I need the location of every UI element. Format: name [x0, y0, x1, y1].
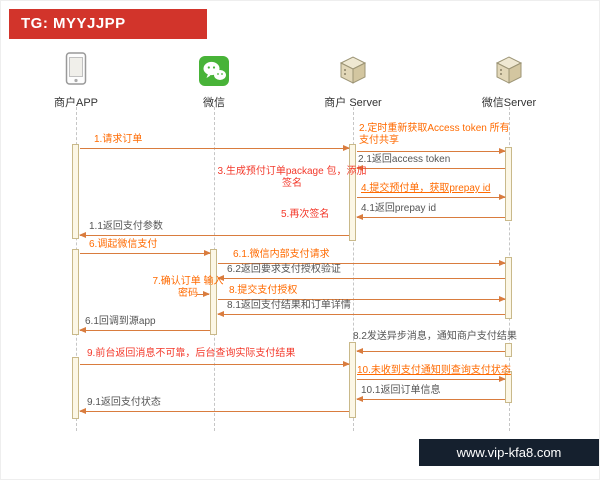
message-label: 10.未收到支付通知则查询支付状态	[357, 365, 511, 376]
message-arrow-8-1	[217, 311, 505, 317]
message-arrow-6-1-callback	[79, 327, 210, 333]
message-arrow-8	[218, 296, 506, 302]
message-arrow-6-2	[217, 275, 505, 281]
message-arrow-6-1	[218, 260, 506, 266]
lifeline-merchant-server	[353, 107, 354, 431]
message-label: 4.1返回prepay id	[361, 203, 437, 214]
message-arrow-4-1	[356, 214, 505, 220]
message-arrow-2-1	[356, 165, 505, 171]
message-arrow-9	[80, 361, 350, 367]
actor-label: 微信Server	[481, 97, 537, 109]
message-label: 9.前台返回消息不可靠，后台查询实际支付结果	[87, 348, 296, 359]
message-arrow-8-2	[356, 348, 505, 354]
message-label: 2.1返回access token	[358, 154, 451, 165]
message-label: 2.定时重新获取Access token 所有支付共享	[359, 123, 510, 146]
message-label: 8.提交支付授权	[229, 285, 298, 296]
actor-label: 商户APP	[53, 97, 98, 109]
message-arrow-6	[80, 250, 211, 256]
actor-merchant-server: 商户 Server	[308, 53, 398, 110]
activation-wechat-server-2	[505, 257, 512, 319]
activation-wechat-1	[210, 249, 217, 335]
message-arrow-7	[197, 291, 210, 297]
activation-merchant-server-1	[349, 144, 356, 241]
message-label: 9.1返回支付状态	[87, 397, 161, 408]
message-label: 6.1.微信内部支付请求	[233, 249, 330, 260]
message-label: 10.1返回订单信息	[361, 385, 441, 396]
wechat-icon	[199, 56, 229, 91]
message-arrow-10-1	[356, 396, 505, 402]
message-arrow-4	[357, 194, 506, 200]
message-label: 4.提交预付单，获取prepay id	[361, 183, 491, 194]
message-arrow-9-1	[79, 408, 349, 414]
message-label: 8.2发送异步消息，通知商户支付结果	[353, 331, 517, 342]
message-label: 6.调起微信支付	[89, 239, 158, 250]
activation-wechat-server-1	[505, 147, 512, 221]
message-label: 6.2返回要求支付授权验证	[227, 264, 341, 275]
message-label: 7.确认订单 输入密码	[152, 276, 224, 299]
message-label: 3.生成预付订单package 包，添加签名	[217, 166, 367, 189]
activation-merchant-server-2	[349, 342, 356, 418]
header-badge: TG: MYYJJPP	[9, 9, 207, 39]
activation-merchant-app-2	[72, 249, 79, 335]
activation-merchant-app-3	[72, 357, 79, 419]
activation-wechat-server-3	[505, 343, 512, 357]
server-icon	[337, 54, 369, 91]
message-label: 8.1返回支付结果和订单详情	[227, 300, 351, 311]
activation-wechat-server-4	[505, 371, 512, 403]
actor-label: 微信	[203, 97, 225, 109]
message-label: 1.请求订单	[94, 134, 143, 145]
server-icon	[493, 54, 525, 91]
smartphone-icon	[64, 52, 88, 91]
actor-merchant-app: 商户APP	[31, 52, 121, 110]
actor-wechat: 微信	[169, 53, 259, 110]
message-arrow-10	[357, 376, 506, 382]
message-arrow-2	[357, 148, 506, 154]
message-label: 1.1返回支付参数	[89, 221, 163, 232]
message-label: 6.1回调到源app	[85, 316, 156, 327]
actor-label: 商户 Server	[324, 97, 382, 109]
message-label: 5.再次签名	[281, 209, 330, 220]
activation-merchant-app-1	[72, 144, 79, 239]
message-arrow-1-1	[79, 232, 349, 238]
footer-watermark: www.vip-kfa8.com	[419, 439, 599, 466]
actor-wechat-server: 微信Server	[464, 53, 554, 110]
message-arrow-1	[80, 145, 350, 151]
